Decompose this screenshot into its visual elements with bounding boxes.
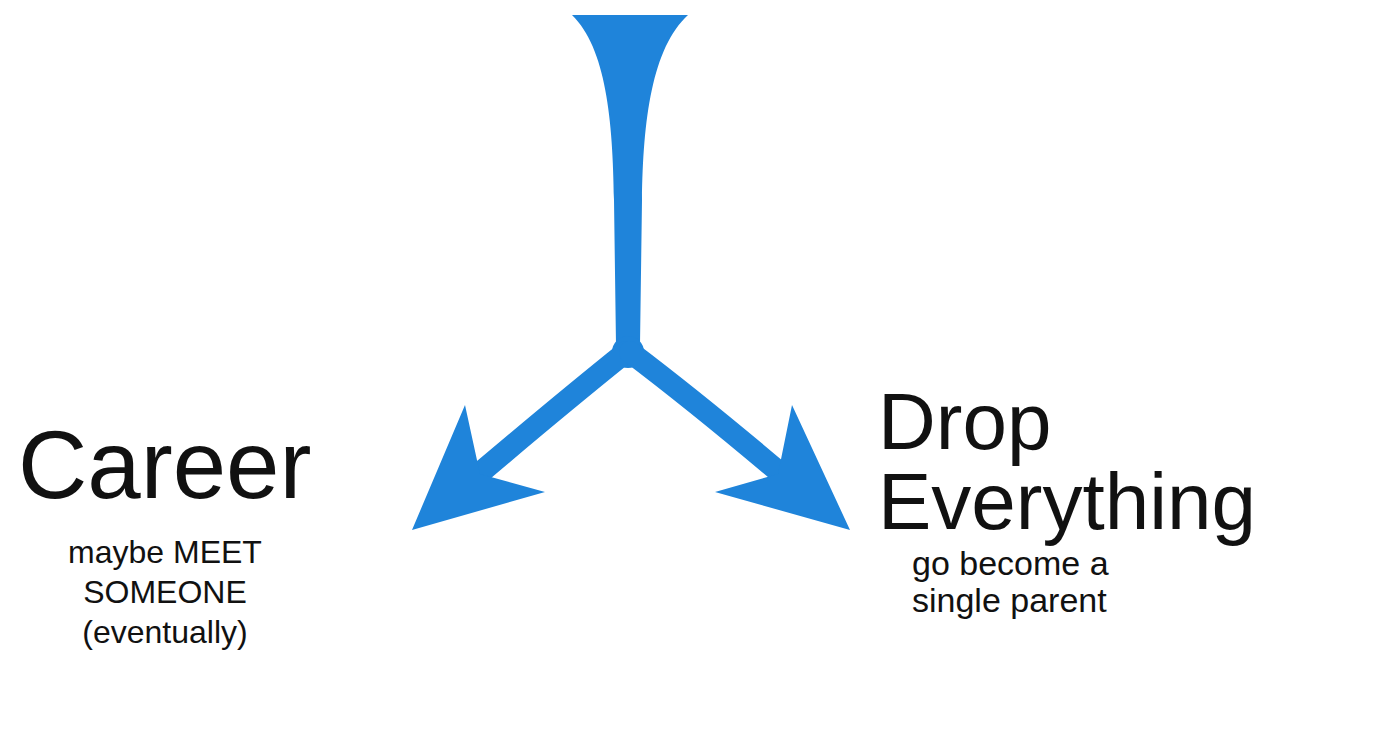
arrow-right-arm — [630, 352, 786, 478]
option-heading: Drop Everything — [878, 382, 1368, 542]
arrow-left-head — [412, 405, 545, 530]
option-note: go become a single parent — [912, 545, 1152, 620]
arrow-shape — [412, 15, 850, 530]
arrow-left-arm — [474, 352, 626, 478]
option-heading: Career — [18, 412, 398, 518]
arrow-stem — [572, 15, 688, 345]
option-note: maybe MEET SOMEONE (eventually) — [40, 532, 290, 652]
arrow-right-head — [715, 405, 850, 530]
